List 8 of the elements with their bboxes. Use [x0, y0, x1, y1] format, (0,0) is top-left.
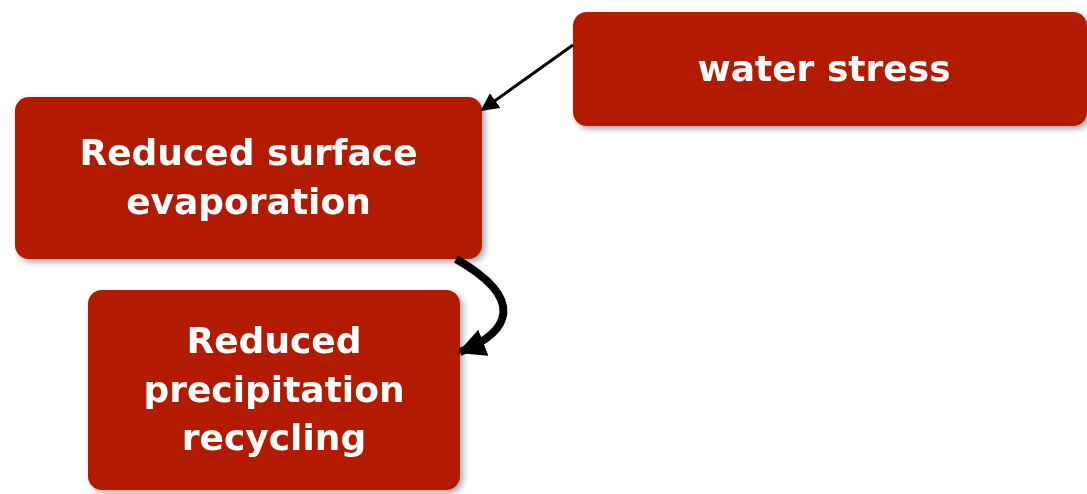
process-box	[573, 12, 1087, 126]
arrow	[453, 255, 508, 356]
process-box	[88, 290, 460, 490]
box-label: water stress	[697, 46, 951, 91]
box-label: Reduced precipitation recycling	[142, 319, 406, 461]
arrow	[480, 43, 574, 112]
box-label: Reduced surface evaporation	[78, 131, 419, 224]
process-box	[15, 97, 482, 259]
